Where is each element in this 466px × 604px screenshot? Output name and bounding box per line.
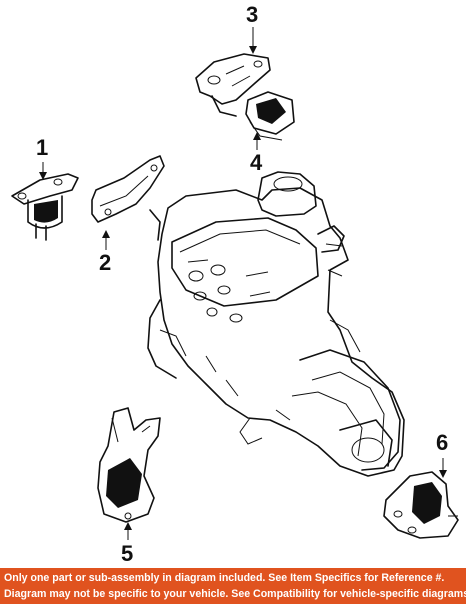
part-5-rear-mount-drawing bbox=[97, 407, 161, 523]
part-6-side-mount-drawing bbox=[383, 471, 459, 539]
disclaimer-line-1: Only one part or sub-assembly in diagram… bbox=[4, 572, 445, 584]
callout-6: 6 bbox=[436, 430, 449, 455]
callout-1: 1 bbox=[36, 135, 49, 160]
part-3-upper-bracket-drawing bbox=[195, 53, 271, 117]
callout-2: 2 bbox=[99, 250, 112, 275]
part-1-engine-mount-drawing bbox=[11, 173, 79, 241]
callout-leaders bbox=[39, 27, 447, 540]
engine-assembly-drawing bbox=[147, 171, 405, 477]
part-4-mount-drawing bbox=[245, 91, 295, 141]
disclaimer-banner: Only one part or sub-assembly in diagram… bbox=[0, 568, 466, 604]
disclaimer-line-2: Diagram may not be specific to your vehi… bbox=[4, 588, 466, 600]
parts-diagram: 1 2 3 4 5 6 bbox=[11, 2, 459, 566]
callout-3: 3 bbox=[246, 2, 259, 27]
callout-5: 5 bbox=[121, 541, 134, 566]
callout-4: 4 bbox=[250, 150, 263, 175]
part-2-bracket-drawing bbox=[91, 155, 165, 223]
